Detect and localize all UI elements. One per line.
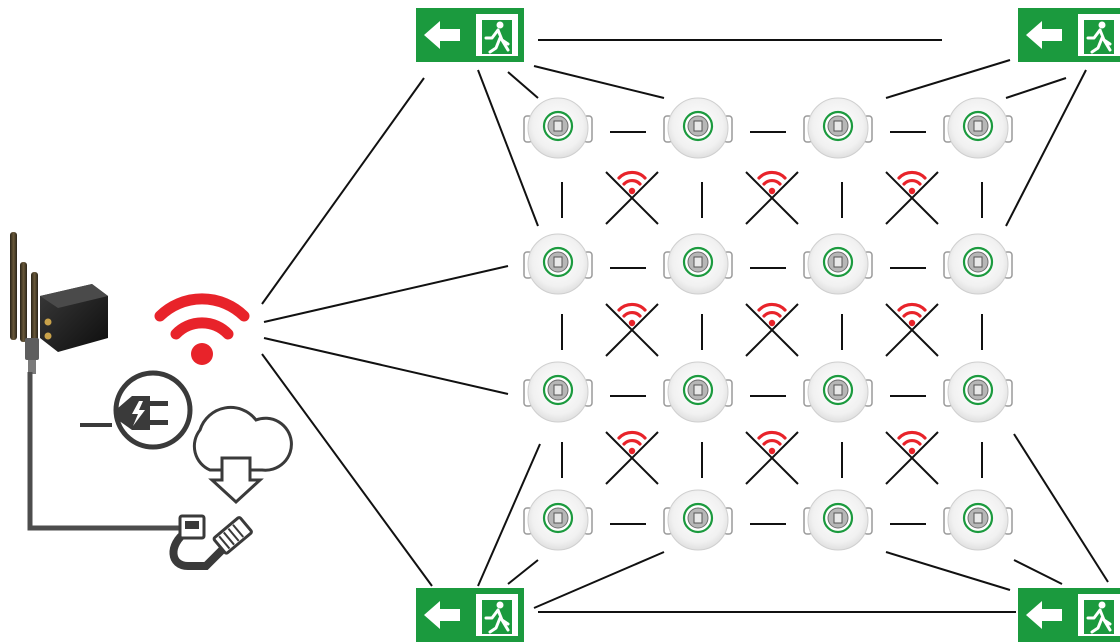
mesh-link bbox=[477, 69, 539, 227]
wireless-link bbox=[261, 77, 425, 305]
no-signal-cross-icon bbox=[745, 170, 799, 225]
mesh-link bbox=[885, 551, 1011, 591]
emergency-downlight-icon bbox=[943, 233, 1013, 295]
no-signal-cross-icon bbox=[605, 170, 659, 225]
emergency-downlight-icon bbox=[523, 233, 593, 295]
mesh-link bbox=[533, 551, 665, 609]
emergency-exit-sign-icon bbox=[416, 8, 524, 62]
power-plug-icon bbox=[80, 370, 193, 450]
emergency-downlight-icon bbox=[803, 361, 873, 423]
mesh-link bbox=[1005, 69, 1087, 227]
no-signal-cross-icon bbox=[605, 302, 659, 357]
exit-sign-group bbox=[416, 8, 1120, 642]
emergency-downlight-icon bbox=[943, 97, 1013, 159]
gateway-router-icon bbox=[10, 232, 108, 374]
emergency-downlight-icon bbox=[523, 97, 593, 159]
mesh-link bbox=[885, 59, 1011, 99]
cloud-download-icon bbox=[192, 405, 293, 505]
emergency-downlight-icon bbox=[803, 97, 873, 159]
emergency-exit-sign-icon bbox=[416, 588, 524, 642]
mesh-link bbox=[477, 443, 541, 587]
wireless-link bbox=[261, 353, 433, 587]
emergency-downlight-icon bbox=[523, 489, 593, 551]
emergency-downlight-icon bbox=[663, 97, 733, 159]
mesh-link bbox=[507, 559, 539, 585]
emergency-downlight-icon bbox=[663, 489, 733, 551]
mesh-link bbox=[1005, 77, 1067, 99]
no-signal-cross-icon bbox=[885, 302, 939, 357]
no-signal-cross-icon bbox=[885, 170, 939, 225]
connection-lines bbox=[261, 39, 1109, 613]
luminaire-grid bbox=[523, 97, 1013, 551]
emergency-downlight-icon bbox=[803, 233, 873, 295]
no-signal-cross-icon bbox=[745, 430, 799, 485]
emergency-downlight-icon bbox=[943, 361, 1013, 423]
wireless-link bbox=[263, 337, 509, 395]
emergency-downlight-icon bbox=[943, 489, 1013, 551]
blocked-link-markers bbox=[605, 170, 939, 485]
mesh-link bbox=[533, 65, 665, 99]
ethernet-cable-line bbox=[27, 372, 192, 531]
wifi-icon bbox=[154, 293, 250, 365]
emergency-exit-sign-icon bbox=[1018, 8, 1120, 62]
no-signal-cross-icon bbox=[885, 430, 939, 485]
emergency-exit-sign-icon bbox=[1018, 588, 1120, 642]
mesh-link bbox=[1013, 559, 1063, 585]
ethernet-cable-icon bbox=[169, 514, 253, 570]
mesh-link bbox=[507, 71, 539, 99]
mesh-link bbox=[1013, 433, 1109, 583]
wireless-link bbox=[263, 265, 509, 323]
no-signal-cross-icon bbox=[605, 430, 659, 485]
emergency-downlight-icon bbox=[663, 233, 733, 295]
emergency-downlight-icon bbox=[663, 361, 733, 423]
emergency-downlight-icon bbox=[803, 489, 873, 551]
no-signal-cross-icon bbox=[745, 302, 799, 357]
emergency-downlight-icon bbox=[523, 361, 593, 423]
